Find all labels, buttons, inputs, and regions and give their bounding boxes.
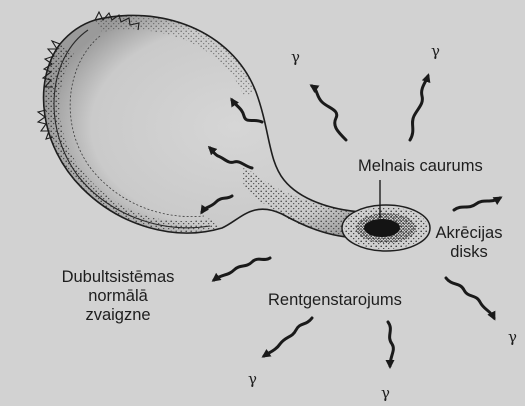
radiation-arrow [312, 86, 346, 140]
companion-star-label-line1: Dubultsistēmas [28, 268, 208, 287]
xray-label: Rentgenstarojums [268, 291, 402, 310]
accretion-disk-label: Akrēcijas disks [424, 224, 514, 262]
companion-star-label: Dubultsistēmas normālā zvaigzne [28, 268, 208, 325]
gamma-symbol: γ [381, 386, 390, 401]
companion-star [38, 12, 362, 238]
accretion-disk-label-line1: Akrēcijas [424, 224, 514, 243]
radiation-arrow [446, 278, 494, 318]
radiation-arrow [454, 198, 500, 210]
black-hole-label: Melnais caurums [358, 157, 483, 176]
accretion-disk-label-line2: disks [424, 243, 514, 262]
gamma-symbol: γ [431, 44, 440, 59]
companion-star-label-line2: normālā [28, 287, 208, 306]
radiation-arrow [214, 258, 270, 280]
radiation-arrow [410, 76, 428, 140]
gamma-symbol: γ [291, 50, 300, 65]
black-hole [364, 219, 400, 237]
gamma-symbol: γ [248, 372, 257, 387]
radiation-arrow [388, 322, 393, 366]
radiation-arrow [264, 318, 312, 356]
gamma-symbol: γ [508, 330, 517, 345]
companion-star-label-line3: zvaigzne [28, 306, 208, 325]
